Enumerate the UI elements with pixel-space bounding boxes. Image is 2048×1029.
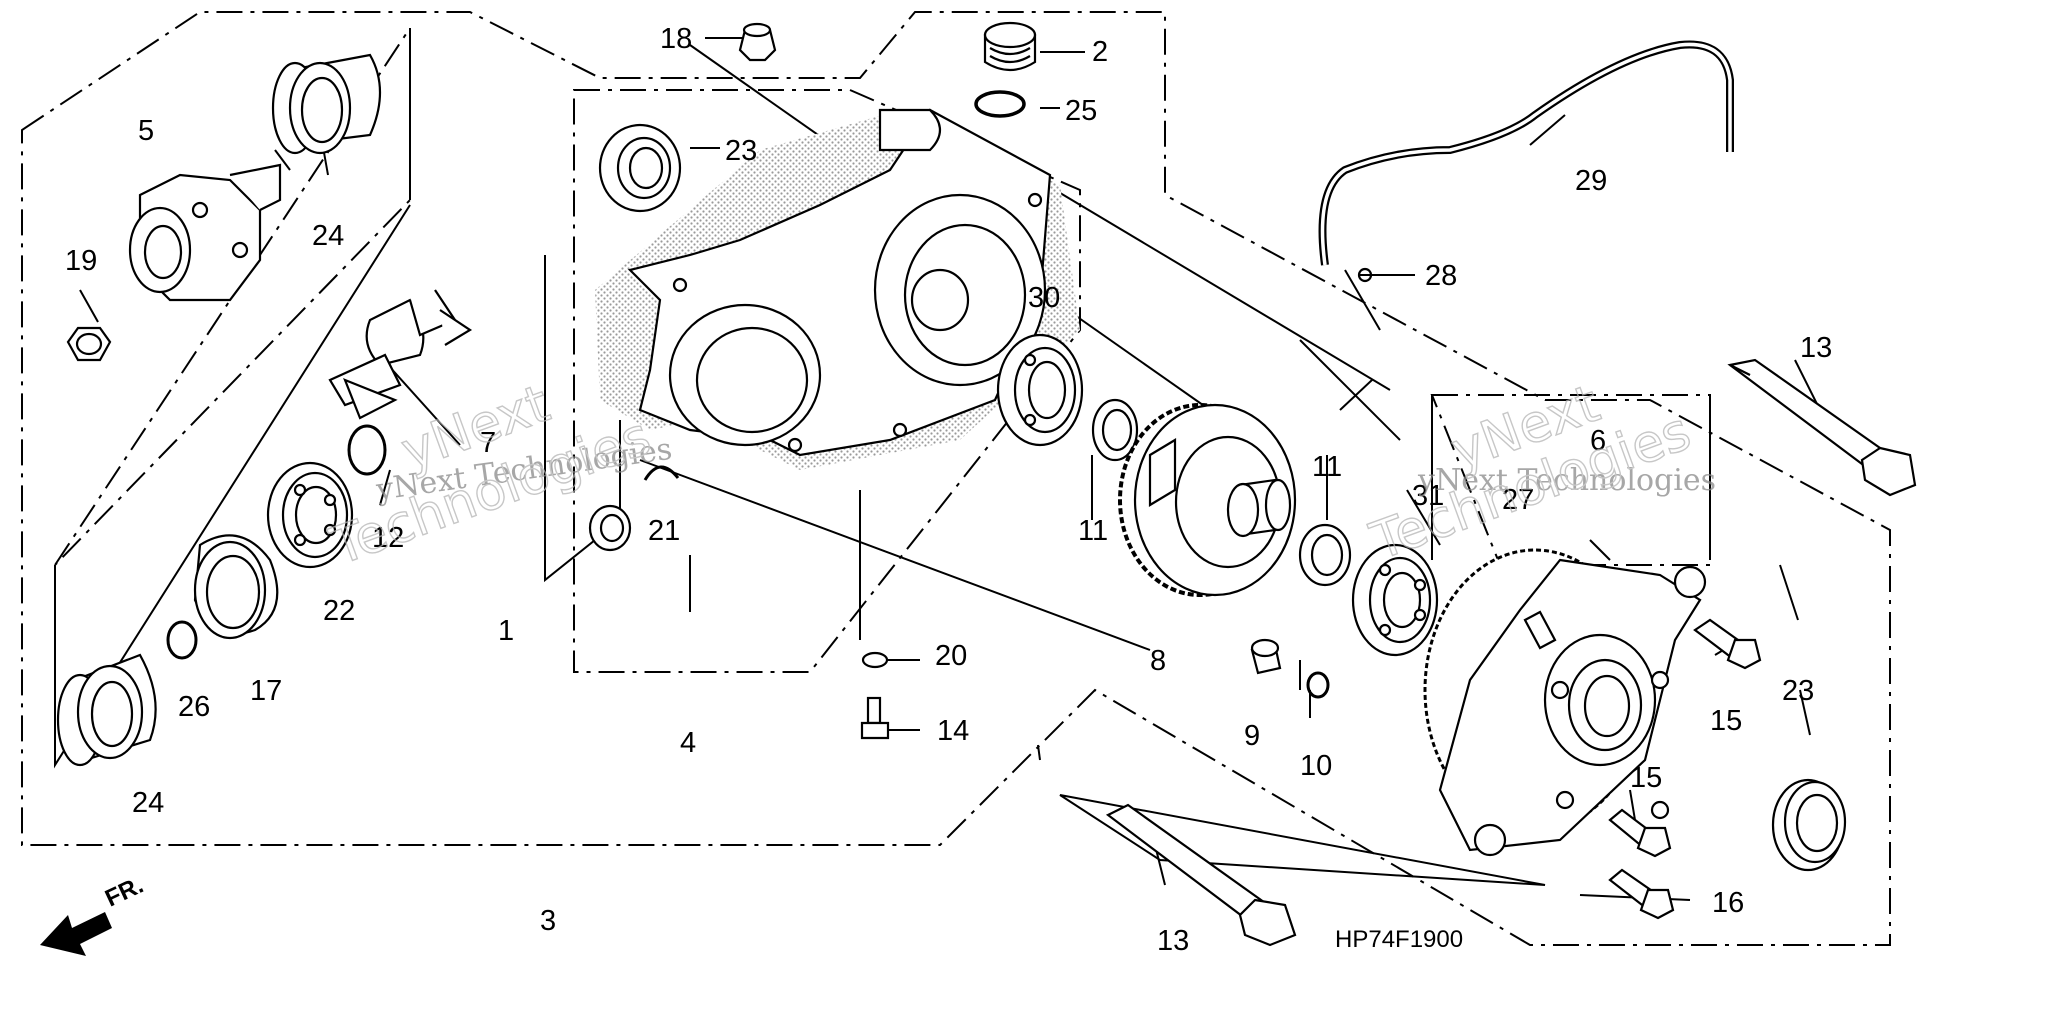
callout-5: 5 bbox=[138, 115, 154, 147]
part-14-bolt bbox=[860, 696, 890, 740]
callout-30: 30 bbox=[1028, 282, 1060, 314]
callout-16: 16 bbox=[1712, 887, 1744, 919]
part-28-clip bbox=[1357, 267, 1373, 283]
outline-assembly-3 bbox=[21, 11, 1891, 946]
part-5-flange bbox=[128, 163, 282, 302]
callout-10: 10 bbox=[1300, 750, 1332, 782]
callout-17: 17 bbox=[250, 675, 282, 707]
part-29-breather-tube bbox=[1318, 40, 1734, 266]
part-7-pinion bbox=[328, 289, 473, 420]
callout-23-upper: 23 bbox=[725, 135, 757, 167]
part-16-bolt bbox=[1608, 868, 1675, 920]
callout-23-right: 23 bbox=[1782, 675, 1814, 707]
callout-4: 4 bbox=[680, 727, 696, 759]
part-8-ring-gear bbox=[1118, 403, 1297, 597]
part-11-shim-left bbox=[1091, 398, 1139, 462]
callout-3: 3 bbox=[540, 905, 556, 937]
part-4-housing bbox=[595, 108, 1080, 470]
callout-25: 25 bbox=[1065, 95, 1097, 127]
callout-20: 20 bbox=[935, 640, 967, 672]
part-23-bearing-right bbox=[1771, 778, 1847, 872]
part-15-bolt-upper bbox=[1693, 618, 1762, 670]
callout-11-left: 11 bbox=[1078, 515, 1108, 547]
callout-9: 9 bbox=[1244, 720, 1260, 752]
part-19-nut bbox=[66, 326, 112, 362]
callout-19: 19 bbox=[65, 245, 97, 277]
callout-11-right: 11 bbox=[1312, 451, 1342, 483]
part-1-seal bbox=[588, 504, 632, 552]
part-13-bolt-upper bbox=[1727, 358, 1917, 497]
part-12-shim bbox=[347, 424, 387, 476]
part-24-seal-lower bbox=[56, 653, 157, 767]
watermark-text-right: yNext Technologies bbox=[1417, 463, 1716, 498]
part-10-washer bbox=[1306, 671, 1330, 699]
callout-labels: 1 2 3 4 5 6 7 8 9 10 11 11 12 13 13 14 1… bbox=[65, 23, 1832, 957]
front-label: FR. bbox=[101, 872, 147, 913]
callout-31: 31 bbox=[1412, 480, 1444, 512]
callout-22: 22 bbox=[323, 595, 355, 627]
callout-13-lower: 13 bbox=[1157, 925, 1189, 957]
callout-15-upper: 15 bbox=[1710, 705, 1742, 737]
callout-12: 12 bbox=[372, 522, 404, 554]
part-30-bearing bbox=[996, 333, 1084, 447]
part-17-locknut bbox=[193, 534, 279, 640]
callout-8: 8 bbox=[1150, 645, 1166, 677]
callout-15-lower: 15 bbox=[1630, 762, 1662, 794]
callout-28: 28 bbox=[1425, 260, 1457, 292]
callout-27: 27 bbox=[1502, 484, 1534, 516]
callout-1: 1 bbox=[498, 615, 514, 647]
part-22-bearing bbox=[266, 461, 354, 569]
callout-24-lower: 24 bbox=[132, 787, 164, 819]
callout-14: 14 bbox=[937, 715, 969, 747]
callout-21: 21 bbox=[648, 515, 680, 547]
callout-2: 2 bbox=[1092, 36, 1108, 68]
part-2-cap bbox=[983, 21, 1037, 72]
part-15-bolt-lower bbox=[1608, 808, 1672, 858]
part-24-seal-upper bbox=[271, 53, 382, 155]
parts bbox=[56, 21, 1917, 947]
part-6-cover bbox=[1423, 548, 1707, 857]
callout-7: 7 bbox=[480, 427, 496, 459]
direction-arrow: FR. bbox=[40, 872, 148, 956]
callout-18: 18 bbox=[660, 23, 692, 55]
part-9-plug bbox=[1250, 638, 1282, 675]
callout-26: 26 bbox=[178, 691, 210, 723]
part-23-bearing-upper bbox=[598, 123, 682, 213]
part-27-stud bbox=[1523, 610, 1557, 650]
callout-13-upper: 13 bbox=[1800, 332, 1832, 364]
bracket-lines bbox=[54, 28, 1711, 886]
front-arrow-icon bbox=[40, 912, 112, 956]
part-21-snap-ring bbox=[643, 465, 680, 481]
part-18-plug bbox=[738, 22, 777, 62]
part-13-bolt-lower bbox=[1105, 803, 1297, 947]
callout-29: 29 bbox=[1575, 165, 1607, 197]
diagram-code: HP74F1900 bbox=[1335, 926, 1463, 953]
part-31-bearing bbox=[1351, 543, 1439, 657]
part-20-washer bbox=[861, 651, 889, 669]
part-11-shim-right bbox=[1298, 523, 1352, 587]
part-26-o-ring bbox=[166, 620, 198, 660]
outline-cover-6 bbox=[1430, 394, 1711, 566]
callout-24-upper: 24 bbox=[312, 220, 344, 252]
part-25-o-ring bbox=[974, 90, 1026, 118]
callout-6: 6 bbox=[1590, 425, 1606, 457]
